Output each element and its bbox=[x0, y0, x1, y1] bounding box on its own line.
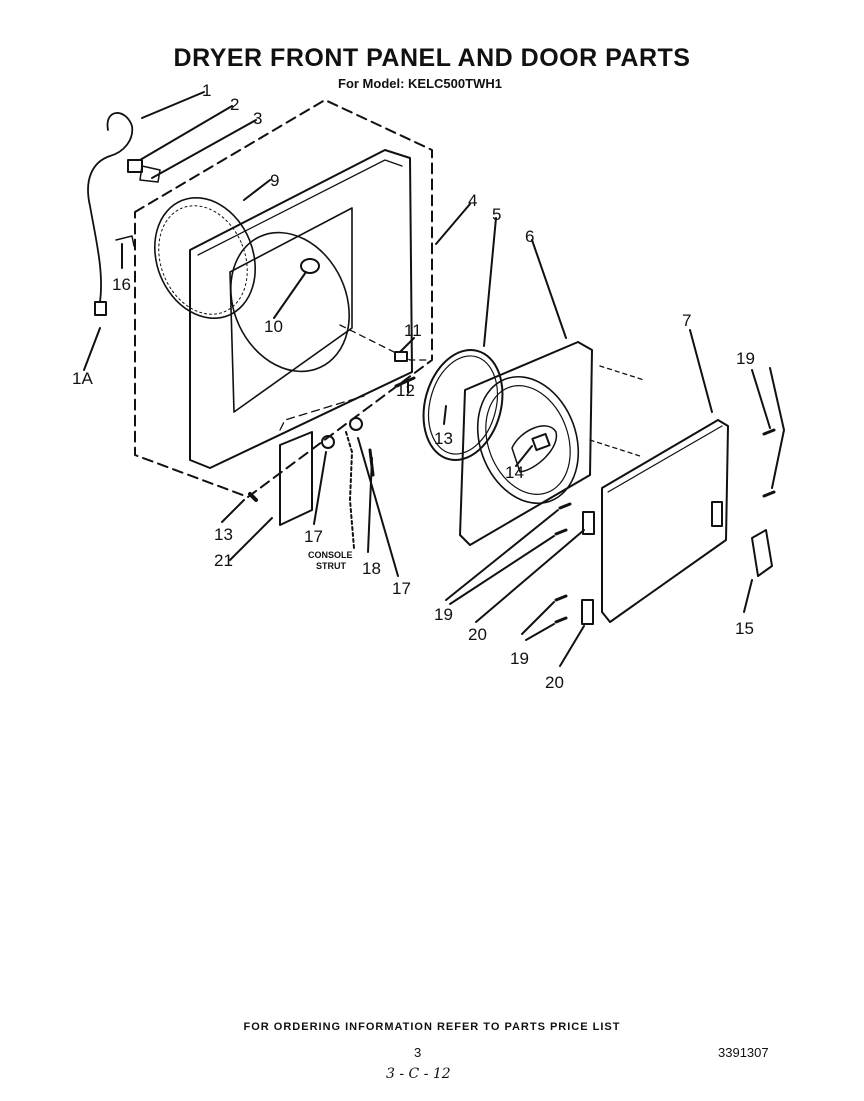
door-seal-ring bbox=[153, 196, 257, 320]
callout-18: 18 bbox=[362, 559, 381, 578]
callout-13-lower: 13 bbox=[214, 525, 233, 544]
outer-door bbox=[601, 419, 729, 623]
console-label-line1: CONSOLE bbox=[308, 550, 353, 560]
callout-2: 2 bbox=[230, 95, 239, 114]
callout-20-upper: 20 bbox=[468, 625, 487, 644]
callout-13-upper: 13 bbox=[434, 429, 453, 448]
callout-17-left: 17 bbox=[304, 527, 323, 546]
callout-20-lower: 20 bbox=[545, 673, 564, 692]
document-number: 3391307 bbox=[718, 1045, 769, 1060]
callout-21: 21 bbox=[214, 551, 233, 570]
callout-9: 9 bbox=[270, 171, 279, 190]
drum-lamp bbox=[300, 258, 320, 274]
front-panel-opening bbox=[229, 207, 353, 413]
callout-3: 3 bbox=[253, 109, 262, 128]
cabinet-outline bbox=[134, 99, 433, 498]
callout-16: 16 bbox=[112, 275, 131, 294]
harness-clip bbox=[115, 235, 135, 247]
door-opening bbox=[230, 231, 350, 373]
door-hinge-bottom bbox=[581, 599, 594, 625]
console-strut bbox=[345, 431, 355, 549]
callout-labels: 1 2 3 9 4 5 6 16 1A 10 11 12 13 14 7 19 … bbox=[72, 81, 755, 692]
callout-19-upper: 19 bbox=[434, 605, 453, 624]
callout-7: 7 bbox=[682, 311, 691, 330]
callout-1: 1 bbox=[202, 81, 211, 100]
page-number: 3 bbox=[414, 1045, 422, 1060]
callout-12: 12 bbox=[396, 381, 415, 400]
callout-17-right: 17 bbox=[392, 579, 411, 598]
callout-11: 11 bbox=[404, 321, 422, 340]
callout-10: 10 bbox=[264, 317, 283, 336]
callout-19-right: 19 bbox=[736, 349, 755, 368]
console-label-line2: STRUT bbox=[316, 561, 346, 571]
inner-door-seal bbox=[422, 349, 504, 461]
callout-5: 5 bbox=[492, 205, 501, 224]
callout-15: 15 bbox=[735, 619, 754, 638]
page-title: DRYER FRONT PANEL AND DOOR PARTS bbox=[173, 44, 691, 72]
ordering-footer: FOR ORDERING INFORMATION REFER TO PARTS … bbox=[243, 1021, 621, 1033]
callout-6: 6 bbox=[525, 227, 534, 246]
model-subtitle: For Model: KELC500TWH1 bbox=[338, 76, 502, 91]
callout-4: 4 bbox=[468, 191, 477, 210]
door-handle bbox=[751, 529, 773, 577]
callout-14: 14 bbox=[505, 463, 524, 482]
door-hinge-top bbox=[582, 511, 595, 535]
toe-panel bbox=[279, 431, 313, 526]
inner-door-panel bbox=[459, 341, 593, 546]
wire-harness bbox=[87, 112, 134, 313]
callout-1a: 1A bbox=[72, 369, 93, 388]
front-panel bbox=[189, 149, 413, 469]
callout-19-lower: 19 bbox=[510, 649, 529, 668]
door-switch bbox=[127, 159, 143, 173]
handwritten-note: 3 - C - 12 bbox=[386, 1066, 451, 1082]
door-catch bbox=[511, 425, 558, 473]
